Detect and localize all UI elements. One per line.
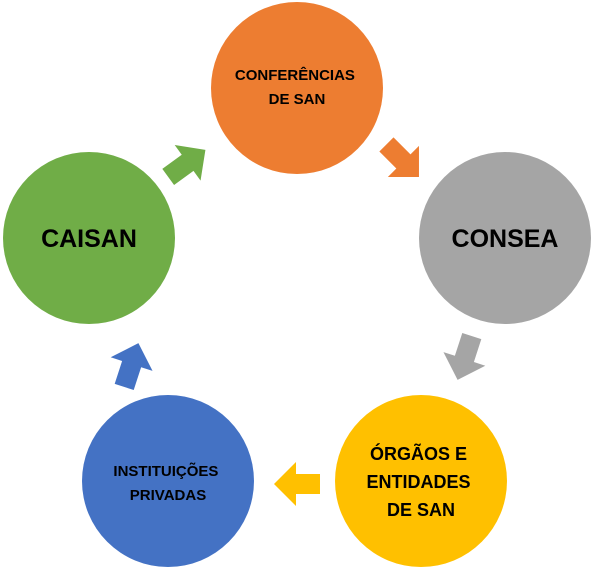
node-conferencias-circle bbox=[211, 2, 383, 174]
node-consea-circle bbox=[419, 152, 591, 324]
node-conferencias-line-1: CONFERÊNCIAS bbox=[235, 66, 355, 84]
arrow-consea-to-orgaos-shape bbox=[443, 332, 486, 380]
node-consea: CONSEA bbox=[419, 152, 591, 324]
arrow-conferencias-to-consea bbox=[379, 137, 419, 177]
node-orgaos-line-2: ENTIDADES bbox=[366, 472, 470, 492]
node-consea-label: CONSEA bbox=[452, 225, 559, 253]
arrow-instituicoes-to-caisan-shape bbox=[110, 343, 153, 391]
node-conferencias-line-2: DE SAN bbox=[269, 91, 326, 108]
node-orgaos-label: ÓRGÃOS E ENTIDADES DE SAN bbox=[366, 443, 475, 520]
arrow-orgaos-to-instituicoes bbox=[274, 462, 320, 506]
node-instituicoes-circle bbox=[82, 395, 254, 567]
arrow-caisan-to-conferencias bbox=[162, 145, 206, 186]
node-caisan-label: CAISAN bbox=[41, 225, 137, 253]
arrow-caisan-to-conferencias-shape bbox=[162, 145, 206, 186]
arrow-consea-to-orgaos bbox=[443, 332, 486, 380]
node-orgaos: ÓRGÃOS E ENTIDADES DE SAN bbox=[335, 395, 507, 567]
node-orgaos-circle bbox=[335, 395, 507, 567]
arrow-orgaos-to-instituicoes-shape bbox=[274, 462, 320, 506]
node-conferencias-label: CONFERÊNCIAS DE SAN bbox=[235, 66, 359, 108]
arrow-instituicoes-to-caisan bbox=[110, 343, 153, 391]
node-caisan: CAISAN bbox=[3, 152, 175, 324]
node-instituicoes-line-2: PRIVADAS bbox=[130, 487, 206, 504]
node-orgaos-line-3: DE SAN bbox=[387, 500, 455, 520]
node-instituicoes-label: INSTITUIÇÕES PRIVADAS bbox=[113, 462, 222, 504]
node-orgaos-line-1: ÓRGÃOS E bbox=[370, 443, 467, 464]
node-conferencias: CONFERÊNCIAS DE SAN bbox=[211, 2, 383, 174]
arrow-conferencias-to-consea-shape bbox=[379, 137, 419, 177]
node-caisan-circle bbox=[3, 152, 175, 324]
node-instituicoes: INSTITUIÇÕES PRIVADAS bbox=[82, 395, 254, 567]
node-instituicoes-line-1: INSTITUIÇÕES bbox=[113, 462, 218, 480]
